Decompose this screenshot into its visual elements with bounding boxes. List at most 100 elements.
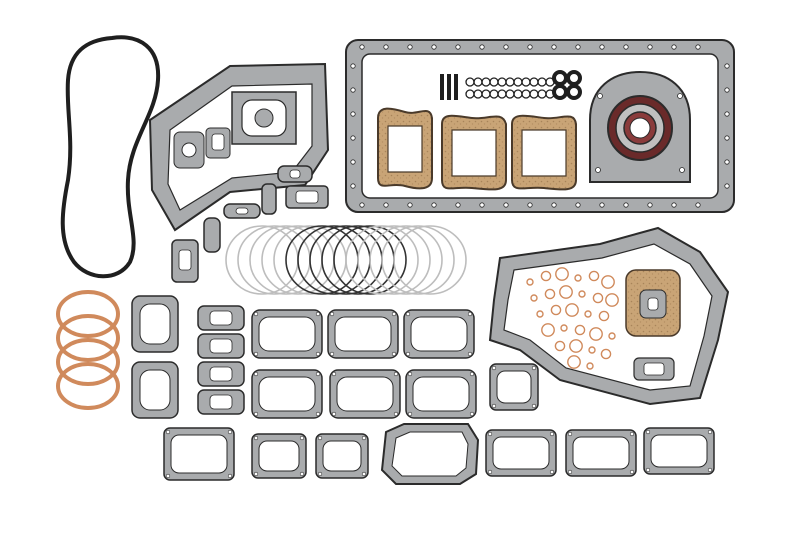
copper-washer bbox=[555, 267, 569, 281]
bolt-hole bbox=[551, 44, 557, 50]
piston-ring bbox=[369, 225, 443, 295]
rear-seal-housing-gasket bbox=[589, 70, 691, 183]
gasket-cutout bbox=[170, 434, 228, 474]
gasket-hole bbox=[467, 311, 473, 317]
bolt-hole bbox=[407, 44, 413, 50]
gasket-hole bbox=[469, 411, 475, 417]
bolt-hole bbox=[455, 202, 461, 208]
gasket-hole bbox=[253, 311, 259, 317]
bolt-hole bbox=[647, 202, 653, 208]
gasket-hole bbox=[393, 411, 399, 417]
copper-washer bbox=[584, 310, 592, 318]
bolt-hole bbox=[503, 202, 509, 208]
gasket-hole bbox=[361, 471, 367, 477]
gasket-cutout bbox=[258, 316, 316, 352]
bolt-hole bbox=[455, 44, 461, 50]
bolt-hole bbox=[671, 44, 677, 50]
gasket-hole bbox=[487, 469, 493, 475]
gasket-hole bbox=[315, 411, 321, 417]
piston-ring-set bbox=[225, 225, 467, 295]
bolt-hole bbox=[724, 183, 730, 189]
gasket-cutout bbox=[322, 440, 362, 472]
timing-cover-gasket bbox=[148, 62, 330, 232]
copper-washer bbox=[554, 340, 566, 352]
bolt-hole bbox=[350, 63, 356, 69]
piston-ring bbox=[357, 225, 431, 295]
gasket-cutout bbox=[334, 316, 392, 352]
copper-washer bbox=[569, 339, 583, 353]
gasket-hole bbox=[491, 365, 497, 371]
bolt-hole bbox=[724, 63, 730, 69]
gasket-hole bbox=[645, 429, 651, 435]
copper-washer bbox=[530, 294, 538, 302]
gasket-cutout bbox=[412, 376, 470, 412]
gasket-hole bbox=[407, 371, 413, 377]
gasket-hole bbox=[331, 371, 337, 377]
copper-washer bbox=[574, 324, 586, 336]
piston-ring bbox=[345, 225, 419, 295]
gasket-hole bbox=[567, 469, 573, 475]
bolt-hole bbox=[599, 44, 605, 50]
bolt-hole bbox=[695, 202, 701, 208]
flange-gasket-grid bbox=[163, 309, 715, 481]
piston-ring bbox=[393, 225, 467, 295]
gasket-hole bbox=[629, 431, 635, 437]
bolt-hole bbox=[431, 202, 437, 208]
gasket-hole bbox=[393, 371, 399, 377]
gasket-hole bbox=[391, 311, 397, 317]
copper-washer bbox=[600, 348, 612, 360]
copper-washer bbox=[550, 304, 562, 316]
gasket-hole bbox=[467, 351, 473, 357]
bolt-hole bbox=[350, 87, 356, 93]
bolt-hole bbox=[503, 44, 509, 50]
gasket-hole bbox=[405, 351, 411, 357]
copper-washer bbox=[574, 274, 582, 282]
copper-washer bbox=[598, 310, 610, 322]
copper-washer bbox=[592, 292, 604, 304]
bolt-hole bbox=[724, 111, 730, 117]
gasket-hole bbox=[567, 431, 573, 437]
gasket-cutout bbox=[336, 376, 394, 412]
gasket-cutout bbox=[572, 436, 630, 470]
gasket-hole bbox=[707, 467, 713, 473]
gasket-hole bbox=[487, 431, 493, 437]
gasket-cutout bbox=[496, 370, 532, 404]
gasket-hole bbox=[531, 365, 537, 371]
oil-pan-bolt-holes bbox=[350, 44, 730, 208]
copper-cylinder-liner-rings bbox=[56, 290, 120, 410]
bolt-hole bbox=[724, 87, 730, 93]
bolt-hole bbox=[350, 183, 356, 189]
gasket-hole bbox=[253, 371, 259, 377]
gasket-hole bbox=[629, 469, 635, 475]
bolt-hole bbox=[431, 44, 437, 50]
gasket-hole bbox=[253, 351, 259, 357]
bolt-hole bbox=[350, 159, 356, 165]
copper-washer bbox=[567, 355, 581, 369]
bottom-center-cover-gasket bbox=[380, 423, 480, 485]
bolt-hole bbox=[350, 135, 356, 141]
gasket-hole bbox=[299, 471, 305, 477]
gasket-cutout bbox=[258, 376, 316, 412]
gasket-hole bbox=[391, 351, 397, 357]
bolt-hole bbox=[695, 44, 701, 50]
bolt-hole bbox=[575, 44, 581, 50]
copper-washer bbox=[608, 332, 616, 340]
bolt-hole bbox=[527, 44, 533, 50]
bolt-hole bbox=[724, 135, 730, 141]
bolt-hole bbox=[527, 202, 533, 208]
bolt-hole bbox=[407, 202, 413, 208]
gasket-hole bbox=[405, 311, 411, 317]
gasket-hole bbox=[253, 411, 259, 417]
copper-washer bbox=[536, 310, 544, 318]
gasket-hole bbox=[299, 435, 305, 441]
bolt-hole bbox=[623, 44, 629, 50]
gasket-hole bbox=[491, 403, 497, 409]
gasket-hole bbox=[227, 429, 233, 435]
gasket-hole bbox=[549, 431, 555, 437]
gasket-hole bbox=[317, 471, 323, 477]
copper-washer bbox=[560, 324, 568, 332]
gasket-hole bbox=[227, 473, 233, 479]
bolt-hole bbox=[359, 44, 365, 50]
gasket-hole bbox=[315, 311, 321, 317]
gasket-cutout bbox=[492, 436, 550, 470]
